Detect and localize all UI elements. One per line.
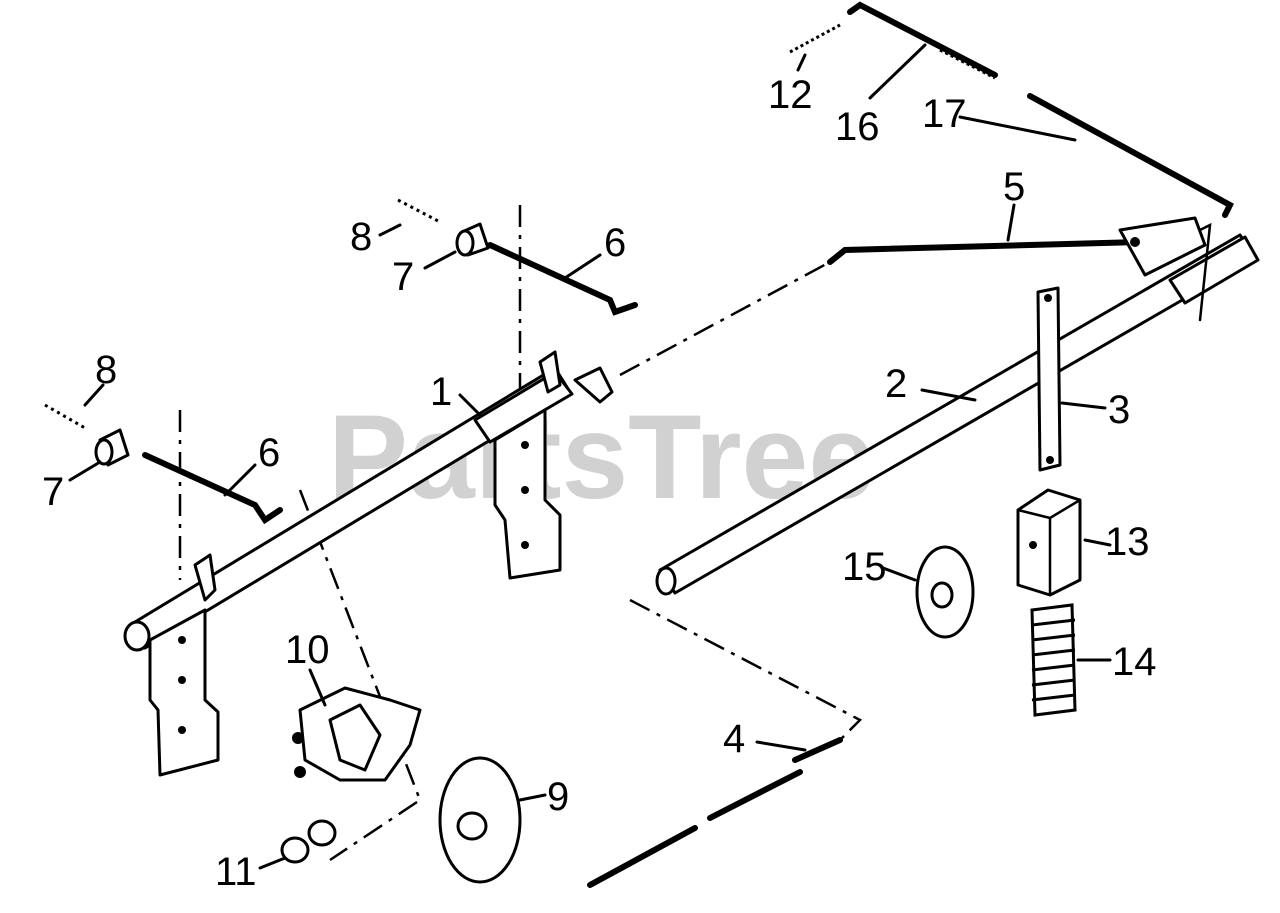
part-11-bushings: [280, 819, 337, 864]
part-6-rod-upper: [487, 242, 638, 316]
callout-14: 14: [1112, 640, 1157, 684]
part-5-lift-rod: [827, 216, 1207, 277]
callout-2: 2: [885, 362, 907, 406]
callout-labels: 1 2 3 4 5 6 6 7 7 8 8 9 10 11 12 13 14 1…: [42, 73, 1157, 894]
callout-8-upper: 8: [350, 215, 372, 259]
part-13-block: [1016, 488, 1082, 597]
callout-16: 16: [835, 105, 880, 149]
part-6-rod-lower: [142, 452, 283, 525]
callout-7-lower: 7: [42, 470, 64, 514]
part-2-cross-shaft: [655, 222, 1260, 596]
part-1-lift-shaft: [123, 350, 614, 777]
part-16-rod: [847, 1, 998, 80]
callout-11: 11: [215, 850, 257, 894]
callout-6-lower: 6: [258, 431, 280, 475]
part-7-collar-lower: [94, 428, 130, 467]
callout-5: 5: [1003, 165, 1025, 209]
part-8-spring-lower: [44, 403, 86, 430]
callout-9: 9: [547, 775, 569, 819]
part-10-idler-bracket: [292, 686, 422, 782]
callout-10: 10: [285, 628, 330, 672]
callout-12: 12: [768, 73, 813, 117]
callout-1: 1: [430, 370, 452, 414]
part-15-pulley: [915, 545, 975, 639]
part-8-spring-upper: [397, 198, 441, 224]
part-7-collar-upper: [455, 222, 490, 257]
callout-7-upper: 7: [392, 255, 414, 299]
callout-17: 17: [922, 92, 967, 136]
part-9-idler-pulley: [438, 756, 522, 884]
callout-8-lower: 8: [95, 348, 117, 392]
part-17-rod: [1027, 93, 1234, 218]
leader-lines: [68, 43, 1112, 870]
callout-6-upper: 6: [604, 221, 626, 265]
part-3-lift-link: [1036, 286, 1062, 472]
part-12-spring: [789, 23, 841, 54]
assembly-centerlines: [178, 205, 863, 862]
callout-15: 15: [842, 545, 887, 589]
part-4-pins: [587, 737, 843, 888]
callout-4: 4: [723, 717, 745, 761]
callout-3: 3: [1108, 388, 1130, 432]
part-14-spring: [1030, 603, 1077, 717]
callout-13: 13: [1105, 520, 1150, 564]
